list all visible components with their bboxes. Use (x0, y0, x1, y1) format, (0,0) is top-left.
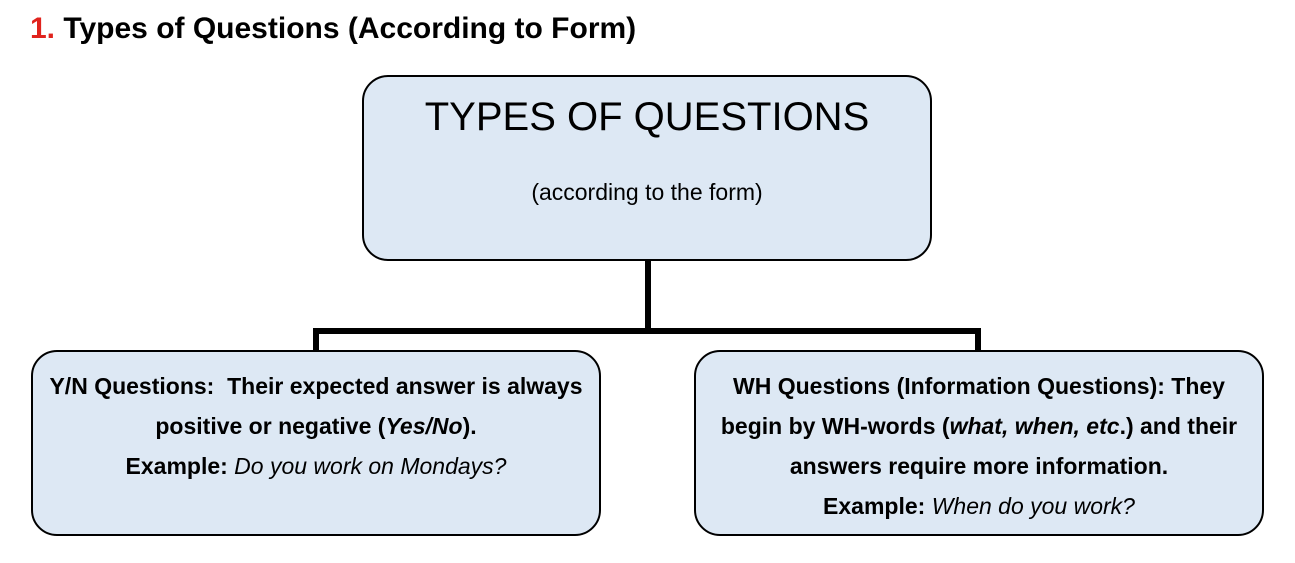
yn-questions-node: Y/N Questions: Their expected answer is … (31, 350, 601, 536)
page-heading: 1. Types of Questions (According to Form… (30, 12, 636, 46)
yn-label: Y/N Questions: (49, 373, 215, 399)
yn-desc-1: Their expected answer is always positive… (155, 373, 583, 439)
heading-number: 1. (30, 12, 56, 45)
yn-desc-italic: Yes/No (385, 413, 463, 439)
wh-desc-italic: what, when, etc (949, 413, 1120, 439)
wh-questions-node: WH Questions (Information Questions): Th… (694, 350, 1264, 536)
root-node: TYPES OF QUESTIONS (according to the for… (362, 75, 932, 261)
wh-desc-1: WH Questions (Information Questions): Th… (720, 373, 1225, 439)
root-title: TYPES OF QUESTIONS (424, 95, 870, 139)
yn-example-label: Example: (125, 453, 228, 479)
yn-description: Y/N Questions: Their expected answer is … (33, 352, 599, 486)
wh-description: WH Questions (Information Questions): Th… (696, 352, 1262, 526)
root-subtitle: (according to the form) (531, 179, 763, 205)
wh-example-label: Example: (823, 493, 926, 519)
wh-example-text: When do you work? (931, 493, 1135, 519)
yn-desc-2: ). (462, 413, 477, 439)
heading-title: Types of Questions (According to Form) (63, 12, 637, 45)
wh-desc-2: .) and their answers require more inform… (789, 413, 1238, 479)
yn-example-text: Do you work on Mondays? (234, 453, 507, 479)
